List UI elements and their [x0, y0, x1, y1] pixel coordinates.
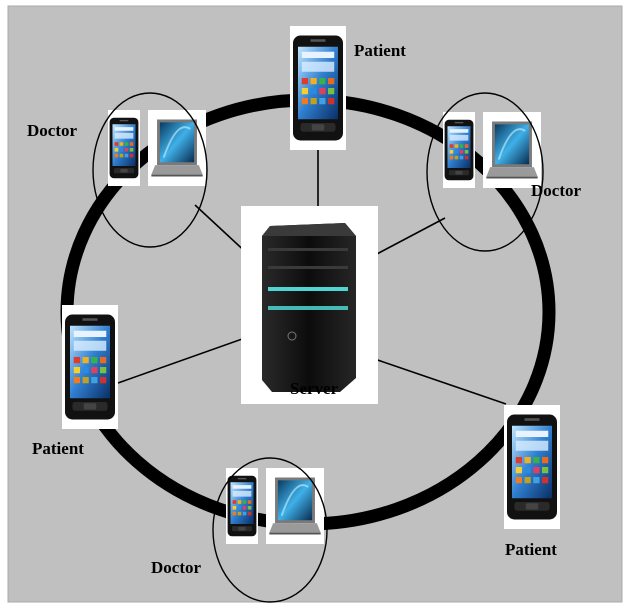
label-doctor-bottom: Doctor [151, 558, 202, 577]
doctor-group-bottom [212, 457, 328, 603]
label-patient-bottom-right: Patient [505, 540, 557, 559]
label-patient-left: Patient [32, 439, 84, 458]
doctor-devices-bottom [226, 468, 324, 544]
patient-phone-bottom-right [504, 405, 560, 529]
label-server: Server [290, 379, 339, 398]
patient-phone-top [290, 26, 346, 150]
label-doctor-top-right: Doctor [531, 181, 582, 200]
doctor-devices-top-right [443, 112, 541, 188]
server-node [241, 206, 378, 404]
doctor-group-top-right [426, 92, 544, 252]
label-doctor-top-left: Doctor [27, 121, 78, 140]
patient-phone-left [62, 305, 118, 429]
label-patient-top: Patient [354, 41, 406, 60]
doctor-group-top-left [92, 92, 208, 248]
doctor-devices-top-left [108, 110, 206, 186]
